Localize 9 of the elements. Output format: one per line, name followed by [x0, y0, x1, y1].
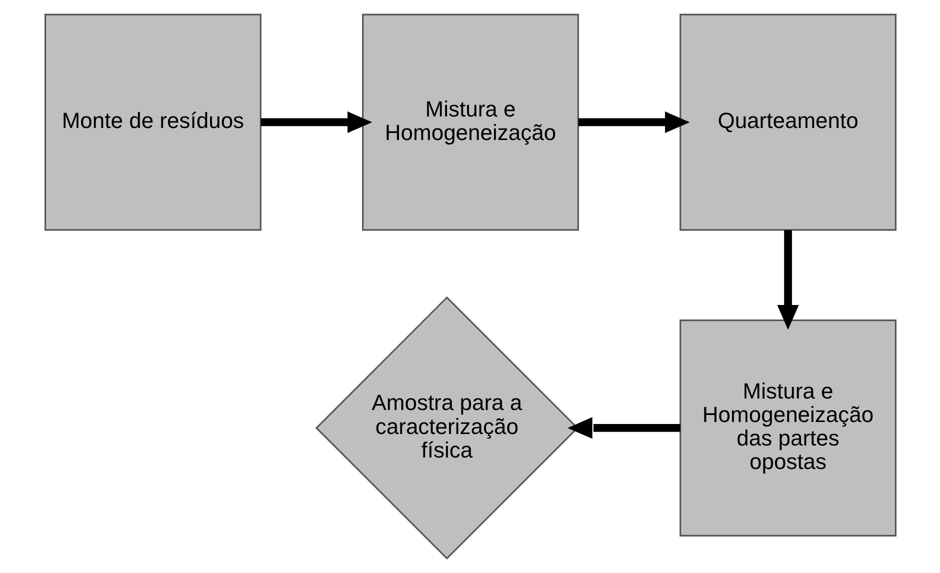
- node-box: Monte de resíduos: [44, 14, 261, 231]
- arrow: [567, 417, 680, 439]
- arrow: [260, 111, 372, 134]
- node-box: Mistura e Homogeneização das partes opostas: [679, 320, 896, 536]
- arrow: [776, 230, 798, 330]
- arrow: [578, 111, 690, 134]
- node-box: Quarteamento: [679, 14, 896, 231]
- node-box: Mistura e Homogeneização: [362, 14, 578, 231]
- node-diamond: Amostra para a caracterização física: [314, 296, 578, 560]
